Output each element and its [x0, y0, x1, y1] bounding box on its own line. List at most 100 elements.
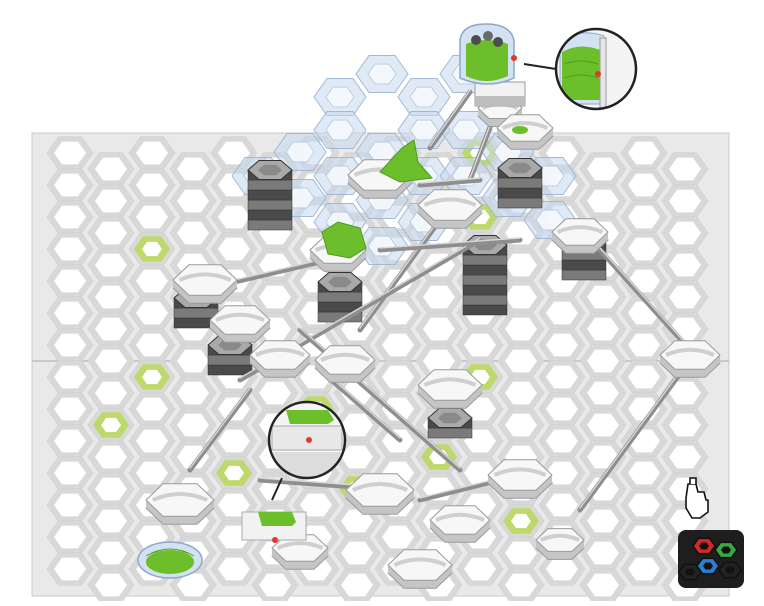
hex-socket-inner [505, 573, 537, 597]
towers [173, 158, 607, 439]
track-curve [417, 189, 483, 229]
green-marble-small [512, 126, 528, 134]
hex-socket-inner [177, 157, 209, 181]
track-curve [271, 534, 329, 570]
hex-socket-inner [218, 205, 250, 229]
hex-socket-inner [136, 173, 168, 197]
tower-mid-low [427, 408, 473, 439]
hex-socket-inner [423, 349, 455, 373]
green-splitter [321, 221, 367, 259]
green-funnel [379, 139, 433, 183]
hex-socket-inner [587, 413, 619, 437]
rail [427, 89, 473, 151]
hex-socket-inner [341, 541, 373, 565]
rails [187, 89, 693, 513]
hex-socket-inner [300, 493, 332, 517]
hex-socket-inner [54, 205, 86, 229]
hex-socket-inner [54, 429, 86, 453]
hex-socket-inner [546, 461, 578, 485]
hex-socket-inner [669, 381, 701, 405]
hex-socket-inner [464, 557, 496, 581]
hex-socket-inner [587, 541, 619, 565]
hex-socket-inner [95, 157, 127, 181]
hex-socket-inner [136, 461, 168, 485]
hex-socket-inner [136, 333, 168, 357]
hex-socket-inner [177, 573, 209, 597]
hex-socket-inner [136, 301, 168, 325]
hex-socket-inner [382, 301, 414, 325]
track-curve-bottom-left [145, 483, 215, 525]
hex-socket-inner [546, 365, 578, 389]
rail [377, 237, 523, 253]
hex-socket-inner [669, 157, 701, 181]
hex-socket-inner [54, 365, 86, 389]
track-curve [249, 340, 311, 378]
track-curve-far-right [659, 340, 721, 378]
hex-socket-inner [54, 269, 86, 293]
hex-socket-inner [587, 189, 619, 213]
hex-socket-inner [54, 237, 86, 261]
hex-socket-inner [628, 365, 660, 389]
hex-socket-inner [54, 397, 86, 421]
hex-socket-inner [464, 397, 496, 421]
hex-socket-inner [341, 445, 373, 469]
hex-socket-inner [546, 333, 578, 357]
hex-socket-inner [95, 285, 127, 309]
hex-socket-inner [587, 573, 619, 597]
hex-socket-inner [423, 285, 455, 309]
hex-socket-inner [505, 349, 537, 373]
hex-socket-inner [628, 141, 660, 165]
hex-socket-inner [505, 541, 537, 565]
catcher-dish-icon [137, 541, 203, 579]
track-curve [429, 505, 491, 543]
hex-socket-inner [95, 317, 127, 341]
hex-socket-inner [54, 557, 86, 581]
hex-socket-inner [177, 349, 209, 373]
hex-socket-inner [505, 381, 537, 405]
rail [417, 177, 483, 188]
hex-socket-inner [136, 269, 168, 293]
rail [597, 247, 693, 353]
hex-socket-inner [505, 253, 537, 277]
hex-socket-inner [54, 525, 86, 549]
hex-socket-inner [587, 477, 619, 501]
hex-socket-inner [382, 365, 414, 389]
hex-socket-inner [95, 189, 127, 213]
magnifier-callout-icon [267, 400, 347, 501]
hex-socket-inner [546, 301, 578, 325]
hex-socket-inner [54, 301, 86, 325]
magnifier-callout-icon [523, 27, 638, 111]
hex-socket-inner [587, 381, 619, 405]
hex-socket-inner [95, 573, 127, 597]
hex-socket-inner [95, 541, 127, 565]
hex-socket-inner [669, 189, 701, 213]
track-curve [209, 305, 271, 343]
color-tile-cluster-icon [678, 530, 744, 588]
hex-socket-inner [259, 285, 291, 309]
hex-socket-inner [341, 413, 373, 437]
hex-socket-inner [505, 317, 537, 341]
hex-socket-inner [587, 445, 619, 469]
green-elements [258, 126, 528, 526]
hex-socket-inner [669, 221, 701, 245]
hex-socket-inner [669, 285, 701, 309]
hex-socket-inner [54, 173, 86, 197]
pointing-hand-icon [685, 477, 709, 519]
hex-socket-inner [341, 509, 373, 533]
hex-socket-inner [628, 557, 660, 581]
hex-socket-inner [464, 333, 496, 357]
hex-socket-inner [218, 237, 250, 261]
tower-upper-right [497, 158, 543, 209]
hex-socket-inner [628, 461, 660, 485]
tower-left [247, 160, 293, 231]
marble-dispenser-icon [459, 23, 526, 107]
hex-socket-inner [628, 333, 660, 357]
hex-socket-inner [218, 429, 250, 453]
hex-socket-inner [382, 525, 414, 549]
hex-socket-inner [136, 429, 168, 453]
rail [577, 357, 693, 513]
hex-socket-inner [95, 509, 127, 533]
hex-socket-inner [95, 445, 127, 469]
hex-socket-inner [546, 429, 578, 453]
